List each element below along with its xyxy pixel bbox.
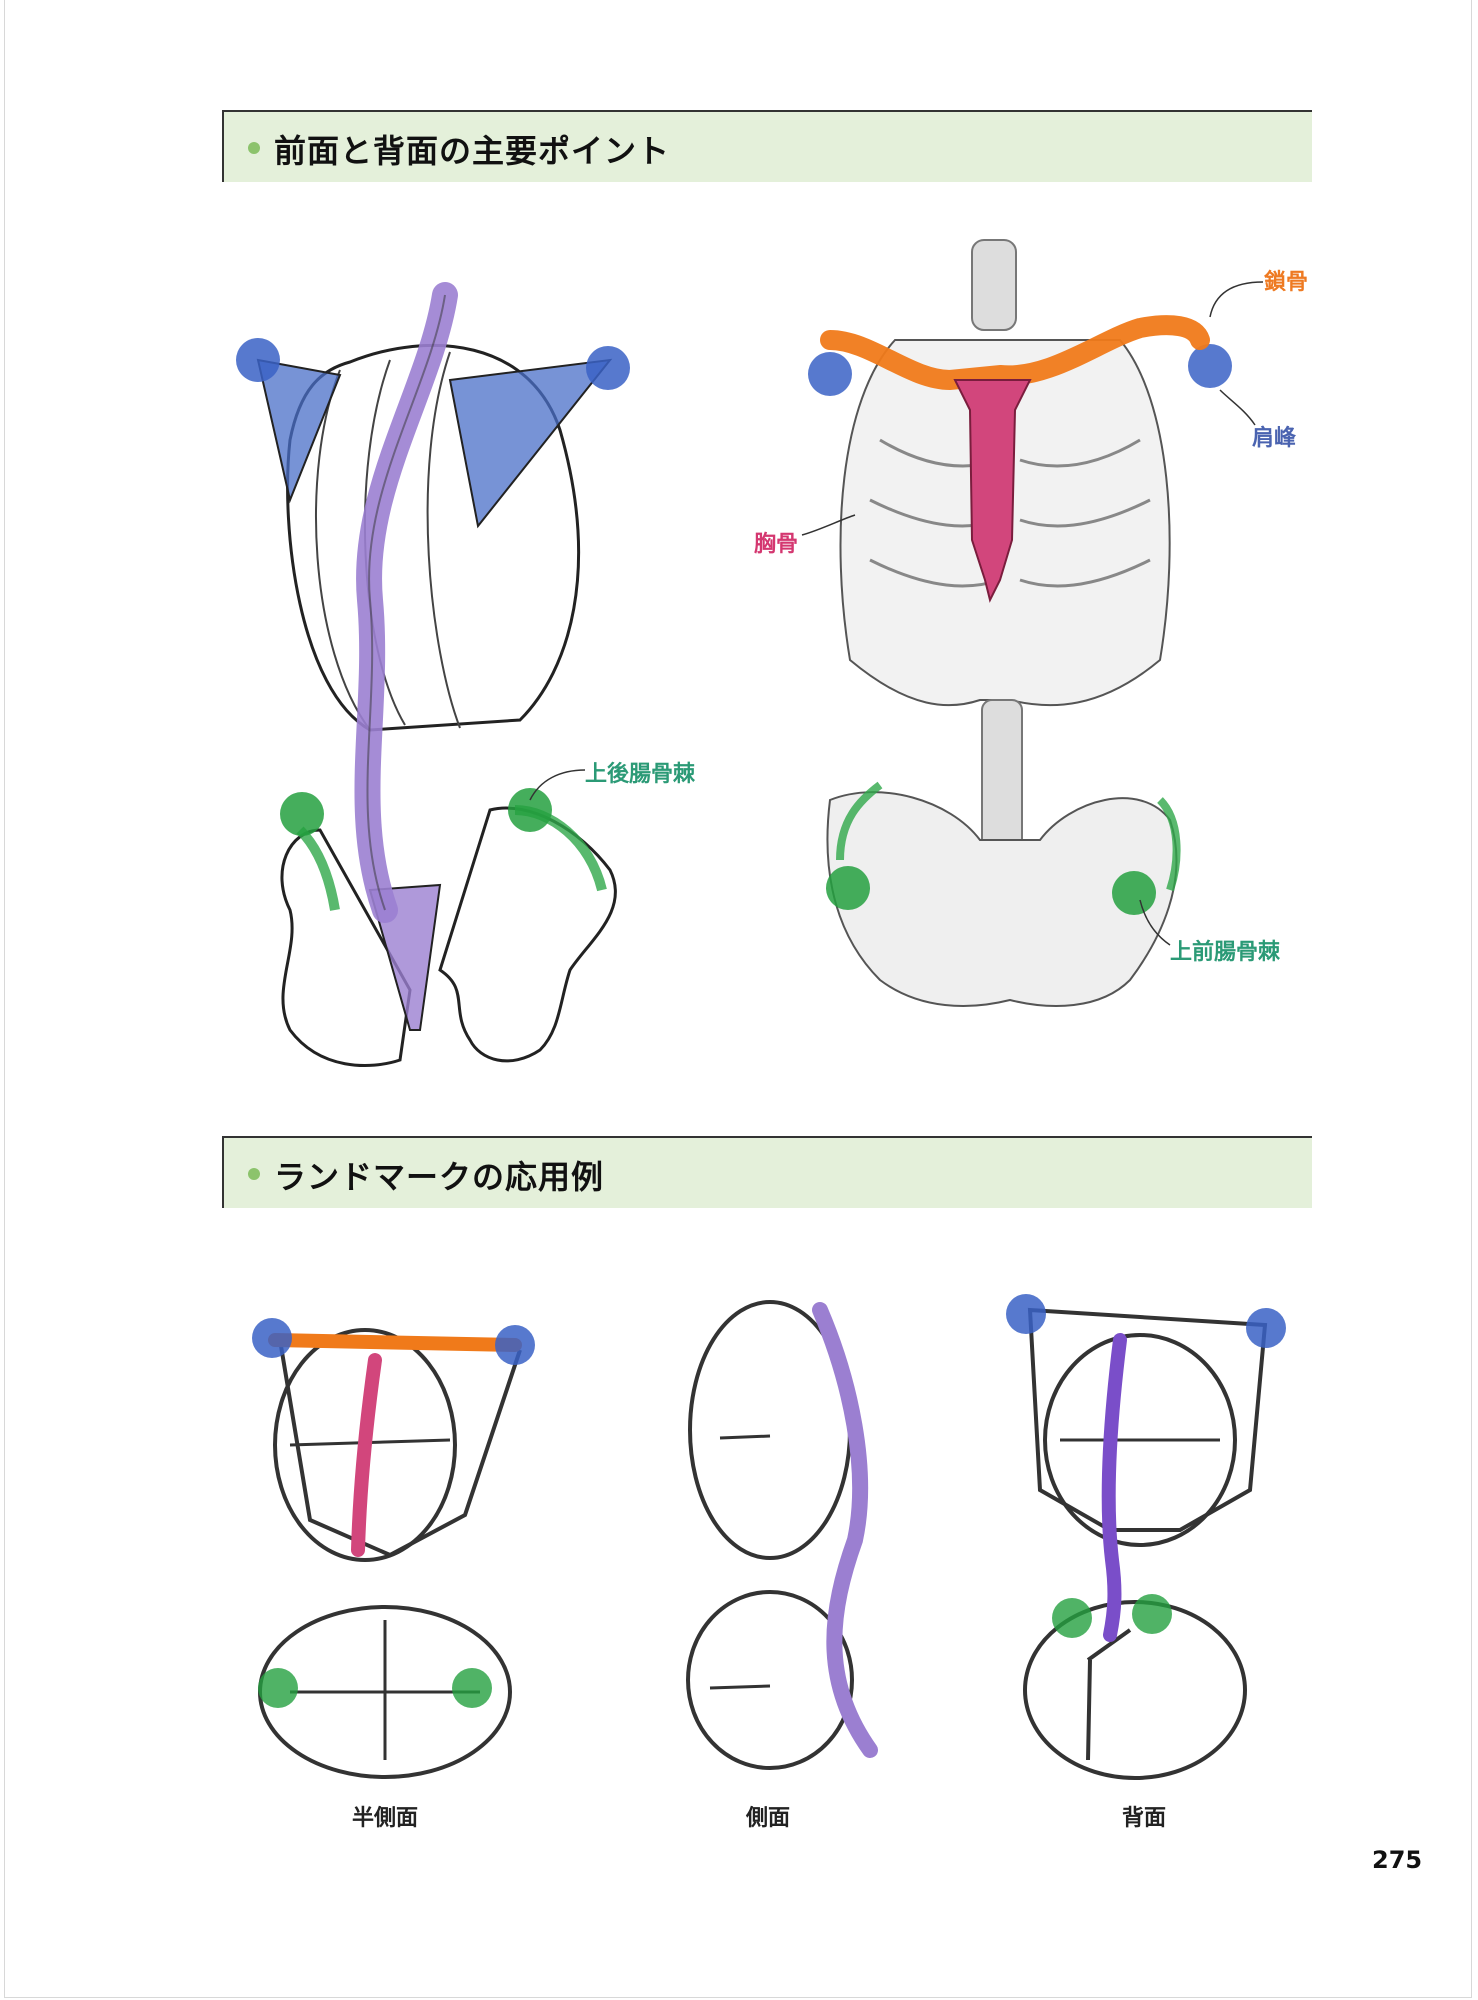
psis-label: 上後腸骨棘 [585, 762, 696, 787]
caption-half-side: 半側面 [352, 1806, 419, 1831]
section-header-applications: ランドマークの応用例 [222, 1136, 1312, 1208]
back-torso-illustration [236, 282, 630, 1068]
side-sketch [686, 1300, 878, 1770]
asis-label: 上前腸骨棘 [1170, 940, 1281, 965]
clavicle-label: 鎖骨 [1264, 270, 1309, 295]
asis-leader-line [1139, 899, 1171, 946]
psis-leader-line [529, 769, 586, 801]
acromion-leader-line [1219, 389, 1256, 426]
caption-side: 側面 [746, 1806, 791, 1831]
clavicle-leader-line [1209, 281, 1264, 318]
section-title: 前面と背面の主要ポイント [274, 132, 671, 170]
section-header-front-back: 前面と背面の主要ポイント [222, 110, 1312, 182]
bullet-dot [248, 1168, 260, 1180]
back-sketch [1006, 1294, 1286, 1780]
sternum-leader-line [801, 514, 856, 536]
half-side-sketch [252, 1318, 535, 1779]
caption-back: 背面 [1122, 1806, 1167, 1831]
sternum-label: 胸骨 [754, 532, 799, 557]
bullet-dot [248, 142, 260, 154]
front-skeleton-illustration [808, 239, 1232, 1007]
acromion-label: 肩峰 [1252, 426, 1297, 451]
section-title: ランドマークの応用例 [274, 1158, 605, 1196]
page-number: 275 [1372, 1846, 1423, 1874]
page-border [4, 0, 1472, 1998]
